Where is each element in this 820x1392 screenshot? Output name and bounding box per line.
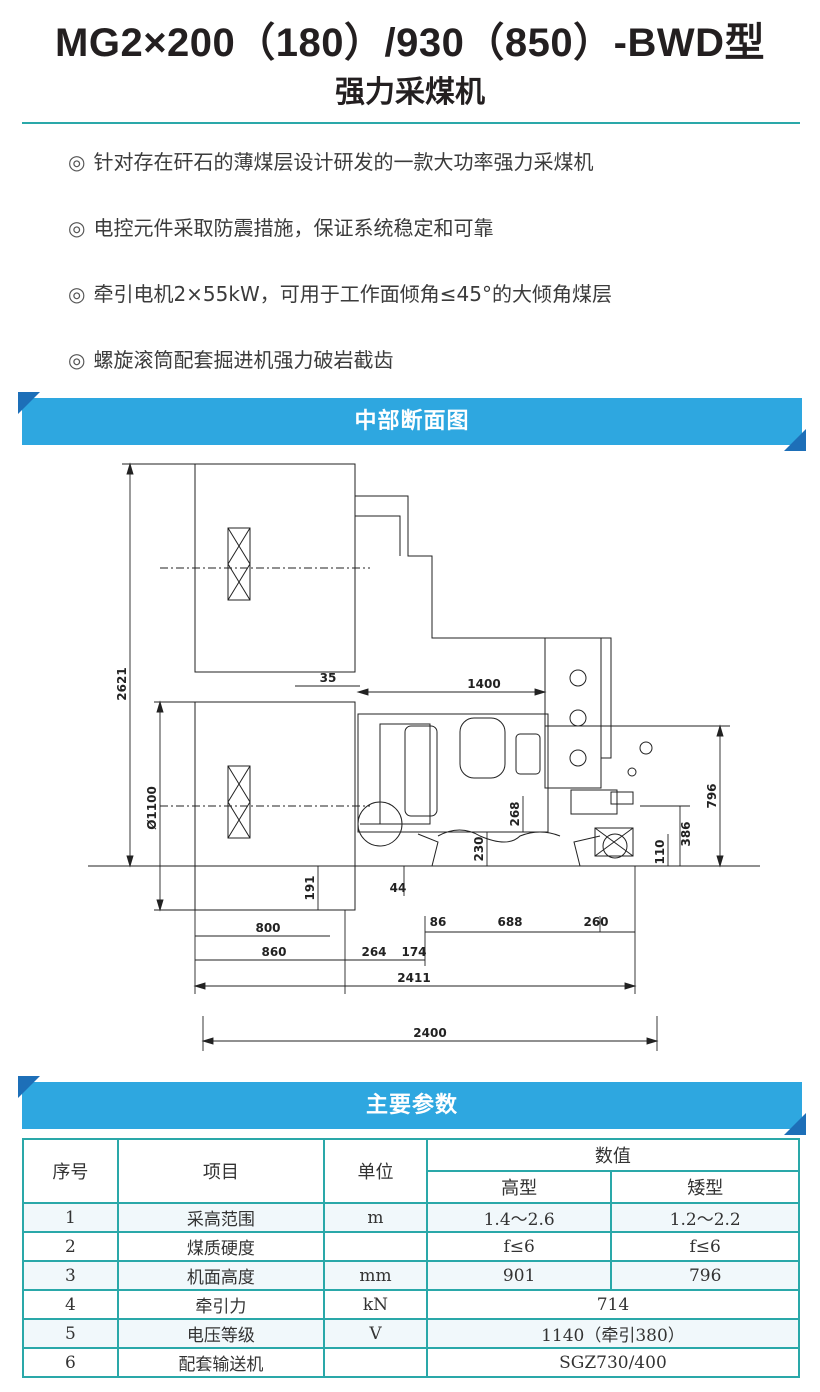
cell-item: 采高范围	[116, 1202, 326, 1233]
cell-item: 配套输送机	[116, 1347, 326, 1378]
product-model-title: MG2×200（180）/930（850）-BWD型	[55, 21, 765, 65]
cell-no: 4	[22, 1289, 119, 1320]
dim-268: 268	[508, 801, 522, 826]
feature-text: 针对存在矸石的薄煤层设计研发的一款大功率强力采煤机	[93, 150, 594, 174]
bullet-icon: ◎	[68, 216, 86, 240]
title-block: MG2×200（180）/930（850）-BWD型 强力采煤机	[0, 16, 820, 114]
section-banner-cross-section: 中部断面图	[18, 392, 806, 451]
table-row: 1 采高范围 m 1.4～2.6 1.2～2.2	[22, 1202, 800, 1233]
table-row: 2 煤质硬度 f≤6 f≤6	[22, 1231, 800, 1262]
cell-no: 2	[22, 1231, 119, 1262]
dim-386: 386	[679, 821, 693, 846]
cell-high: 1.4～2.6	[425, 1202, 613, 1233]
dim-2621: 2621	[115, 667, 129, 700]
cutting-drums	[160, 463, 370, 911]
dim-35: 35	[320, 671, 337, 685]
cell-no: 5	[22, 1318, 119, 1349]
header-no: 序号	[22, 1138, 119, 1204]
feature-item: ◎ 螺旋滚筒配套掘进机强力破岩截齿	[68, 342, 788, 408]
dimension-lines	[122, 462, 730, 1051]
table-row: 3 机面高度 mm 901 796	[22, 1260, 800, 1291]
header-low-type: 矮型	[610, 1170, 800, 1204]
feature-text: 螺旋滚筒配套掘进机强力破岩截齿	[93, 348, 394, 372]
cell-item: 牵引力	[116, 1289, 326, 1320]
dimension-labels: 2621 Ø1100 35 1400 796 386 110 268 230 1…	[115, 667, 719, 1040]
cell-unit: kN	[323, 1289, 428, 1320]
header-item: 项目	[116, 1138, 326, 1204]
table-row: 6 配套输送机 SGZ730/400	[22, 1347, 801, 1378]
cell-low: 796	[610, 1260, 800, 1291]
dim-260: 260	[583, 915, 608, 929]
dim-86: 86	[430, 915, 447, 929]
dim-110: 110	[653, 839, 667, 864]
cell-unit	[323, 1347, 428, 1378]
table-row: 5 电压等级 V 1140（牵引380）	[22, 1318, 801, 1349]
parameter-table: 序号 项目 单位 数值 高型 矮型 1 采高范围 m 1.4～2.6 1.2～2…	[22, 1138, 801, 1378]
title-divider	[22, 122, 800, 124]
cell-unit: V	[323, 1318, 428, 1349]
bullet-icon: ◎	[68, 150, 86, 174]
cell-item: 电压等级	[116, 1318, 326, 1349]
bullet-icon: ◎	[68, 282, 86, 306]
section-title: 中部断面图	[354, 409, 470, 434]
dim-688: 688	[497, 915, 522, 929]
feature-list: ◎ 针对存在矸石的薄煤层设计研发的一款大功率强力采煤机 ◎ 电控元件采取防震措施，保…	[68, 144, 788, 408]
dim-44: 44	[390, 881, 407, 895]
feature-text: 牵引电机2×55kW，可用于工作面倾角≤45°的大倾角煤层	[93, 282, 612, 306]
feature-item: ◎ 针对存在矸石的薄煤层设计研发的一款大功率强力采煤机	[68, 144, 788, 210]
cell-high: f≤6	[425, 1231, 613, 1262]
banner-corner-decoration	[18, 1076, 40, 1098]
dim-860: 860	[261, 945, 286, 959]
dim-2411: 2411	[397, 971, 430, 985]
cell-no: 3	[22, 1260, 119, 1291]
header-unit: 单位	[323, 1138, 428, 1204]
cell-unit: mm	[323, 1260, 428, 1291]
section-title: 主要参数	[365, 1093, 458, 1118]
feature-item: ◎ 牵引电机2×55kW，可用于工作面倾角≤45°的大倾角煤层	[68, 276, 788, 342]
cell-no: 1	[22, 1202, 119, 1233]
feature-text: 电控元件采取防震措施，保证系统稳定和可靠	[93, 216, 494, 240]
machine-body	[355, 495, 653, 859]
dim-796: 796	[705, 783, 719, 808]
bullet-icon: ◎	[68, 348, 86, 372]
cell-high: 901	[425, 1260, 613, 1291]
banner-corner-decoration	[18, 392, 40, 414]
conveyor-pan	[417, 829, 601, 867]
cell-low: 1.2～2.2	[610, 1202, 800, 1233]
table-header-row: 序号 项目 单位 数值	[22, 1138, 801, 1204]
cell-value: 714	[425, 1289, 801, 1320]
dim-1400: 1400	[467, 677, 500, 691]
table-row: 4 牵引力 kN 714	[22, 1289, 801, 1320]
header-value: 数值	[425, 1138, 801, 1172]
cell-value: 1140（牵引380）	[425, 1318, 801, 1349]
banner-corner-decoration	[784, 429, 806, 451]
banner-corner-decoration	[784, 1113, 806, 1135]
header-high-type: 高型	[425, 1170, 613, 1204]
dim-264: 264	[361, 945, 386, 959]
cell-unit	[323, 1231, 428, 1262]
cross-section-drawing: 2621 Ø1100 35 1400 796 386 110 268 230 1…	[40, 456, 780, 1056]
dim-230: 230	[472, 836, 486, 861]
cell-item: 机面高度	[116, 1260, 326, 1291]
cell-low: f≤6	[610, 1231, 800, 1262]
dim-2400: 2400	[413, 1026, 446, 1040]
cell-unit: m	[323, 1202, 428, 1233]
table-subheader-row: 高型 矮型	[23, 1170, 800, 1204]
cell-no: 6	[22, 1347, 119, 1378]
cell-value: SGZ730/400	[425, 1347, 801, 1378]
product-name-subtitle: 强力采煤机	[335, 75, 485, 110]
dim-191: 191	[303, 875, 317, 900]
section-banner-main-parameters: 主要参数	[18, 1076, 806, 1135]
dim-1100: Ø1100	[145, 786, 159, 830]
cell-item: 煤质硬度	[116, 1231, 326, 1262]
feature-item: ◎ 电控元件采取防震措施，保证系统稳定和可靠	[68, 210, 788, 276]
dim-800: 800	[255, 921, 280, 935]
dim-174: 174	[401, 945, 426, 959]
